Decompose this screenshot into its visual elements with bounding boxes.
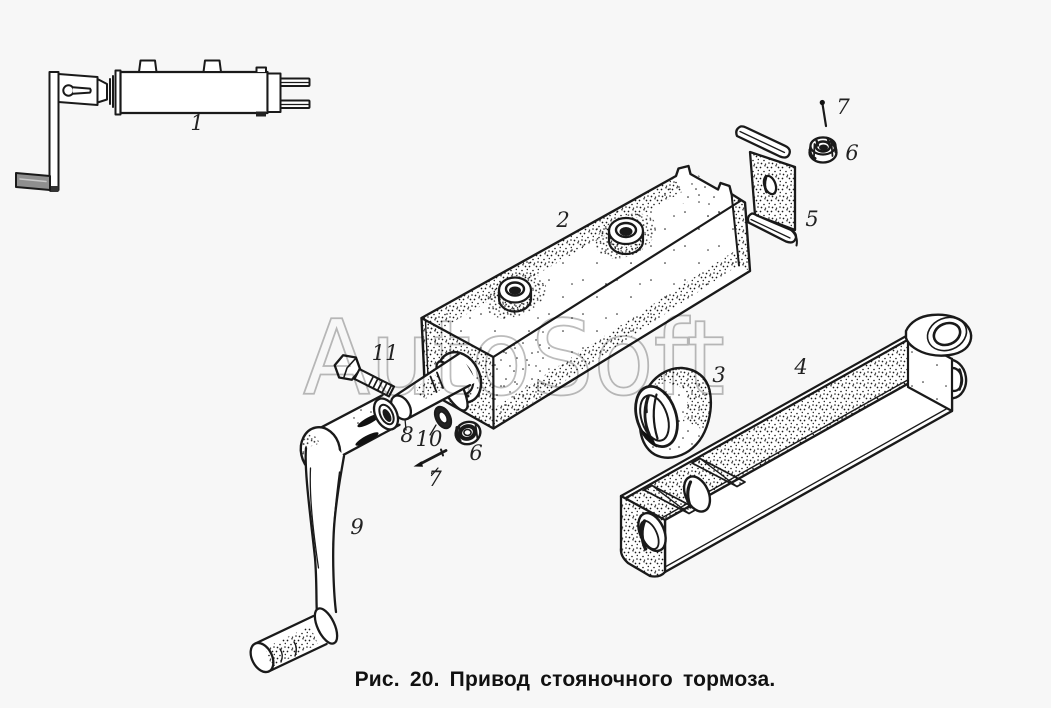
leader-lines: [404, 418, 437, 436]
part-label-9: 9: [350, 515, 363, 539]
part-6-nut-bottom: [454, 420, 482, 446]
part-label-7: 7: [428, 467, 442, 491]
part-5-bracket: [735, 125, 798, 247]
part-7-pin-top: [819, 99, 828, 128]
part-10-washer: [433, 405, 453, 430]
part-label-3: 3: [712, 363, 725, 387]
part-2-housing: [420, 164, 752, 430]
figure-caption: Рис. 20. Привод стояночного тормоза.: [355, 668, 776, 691]
part-3-nut: [634, 366, 713, 459]
part-11-bolt: [333, 354, 396, 398]
part-1-cylinder-assembly: [15, 59, 311, 192]
part-label-1: 1: [190, 111, 203, 135]
part-label-2: 2: [555, 208, 569, 232]
part-4-channel: [619, 313, 973, 578]
part-label-8: 8: [400, 423, 413, 447]
part-label-5: 5: [805, 207, 818, 231]
part-label-7: 7: [836, 95, 850, 119]
part-7-pin-bottom: [413, 448, 448, 477]
part-label-4: 4: [793, 355, 807, 379]
part-label-6: 6: [469, 441, 482, 465]
part-label-11: 11: [372, 341, 399, 365]
part-6-nut-top: [808, 136, 838, 164]
part-9-crank: [249, 394, 401, 674]
part-label-10: 10: [416, 427, 443, 451]
part-label-6: 6: [845, 141, 858, 165]
watermark: AutoSoft: [303, 299, 725, 419]
